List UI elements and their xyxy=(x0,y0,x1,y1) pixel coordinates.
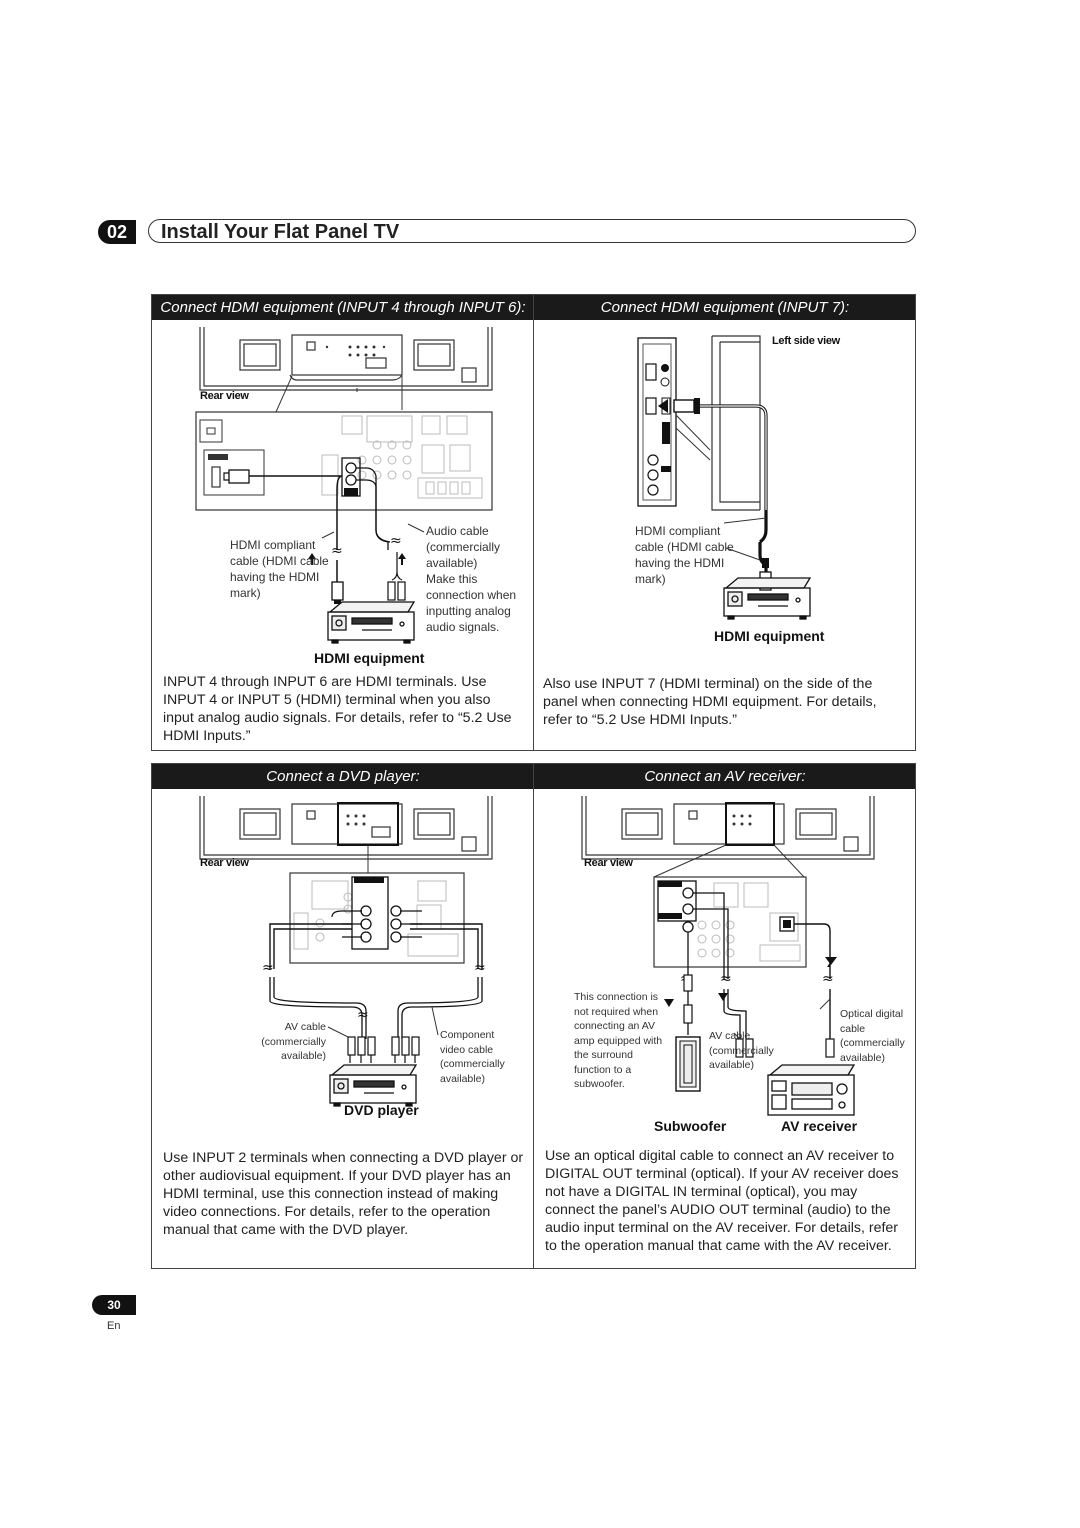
section-dvd-av: Connect a DVD player: Connect an AV rece… xyxy=(151,763,916,1269)
optical-cable-label: Optical digital cable (commercially avai… xyxy=(840,1008,905,1064)
subwoofer-note: This connection is not required when con… xyxy=(574,991,663,1090)
language-code: En xyxy=(107,1320,121,1332)
heading-hdmi-input4-6: Connect HDMI equipment (INPUT 4 through … xyxy=(160,299,526,316)
hdmi-equipment-caption-right: HDMI equipment xyxy=(714,628,825,644)
heading-av-receiver: Connect an AV receiver: xyxy=(644,768,806,785)
svg-text:≈: ≈ xyxy=(331,543,343,559)
component-cable-label: Component video cable (commercially avai… xyxy=(440,1029,505,1085)
av-receiver-caption: AV receiver xyxy=(781,1118,858,1134)
diagram-hdmi-input7 xyxy=(637,335,812,620)
heading-dvd-player: Connect a DVD player: xyxy=(266,768,420,785)
dvd-description: Use INPUT 2 terminals when connecting a … xyxy=(163,1150,524,1238)
section-divider xyxy=(533,295,534,750)
audio-cable-label: Audio cable (commercially available) Mak… xyxy=(426,524,517,634)
section-divider-2 xyxy=(533,764,534,1268)
heading-hdmi-input7: Connect HDMI equipment (INPUT 7): xyxy=(600,299,850,316)
diagram-hdmi-input4-6: ≈ ≈ xyxy=(195,327,493,644)
hdmi-cable-label: HDMI compliant cable (HDMI cable having … xyxy=(230,538,329,600)
av-cable-label-receiver: AV cable (commercially available) xyxy=(709,1030,774,1071)
rear-view-label-av: Rear view xyxy=(584,857,633,869)
svg-text:≈: ≈ xyxy=(262,960,274,976)
svg-text:≈: ≈ xyxy=(720,971,732,987)
svg-text:≈: ≈ xyxy=(474,960,486,976)
rear-view-label-dvd: Rear view xyxy=(200,857,249,869)
svg-text:≈: ≈ xyxy=(390,533,402,549)
av-receiver-description: Use an optical digital cable to connect … xyxy=(545,1148,899,1254)
hdmi-equipment-caption: HDMI equipment xyxy=(314,650,425,666)
left-side-view-label: Left side view xyxy=(772,335,840,347)
svg-text:≈: ≈ xyxy=(822,971,834,987)
svg-text:≈: ≈ xyxy=(357,1007,369,1023)
hdmi-input4-6-description: INPUT 4 through INPUT 6 are HDMI termina… xyxy=(163,674,512,744)
section-hdmi: Connect HDMI equipment (INPUT 4 through … xyxy=(151,294,916,751)
subwoofer-caption: Subwoofer xyxy=(654,1118,727,1134)
chapter-number: 02 xyxy=(98,220,136,244)
page-number: 30 xyxy=(92,1295,136,1315)
diagram-dvd-player: ≈ ≈ ≈ xyxy=(199,796,493,1107)
dvd-player-caption: DVD player xyxy=(344,1102,419,1118)
hdmi-cable-label-right: HDMI compliant cable (HDMI cable having … xyxy=(635,524,734,586)
diagram-av-receiver: ≈ ≈ ≈ xyxy=(581,796,875,1116)
rear-view-label: Rear view xyxy=(200,390,249,402)
chapter-title: Install Your Flat Panel TV xyxy=(148,219,916,243)
hdmi-input7-description: Also use INPUT 7 (HDMI terminal) on the … xyxy=(543,676,877,728)
av-cable-label: AV cable (commercially available) xyxy=(261,1021,326,1062)
